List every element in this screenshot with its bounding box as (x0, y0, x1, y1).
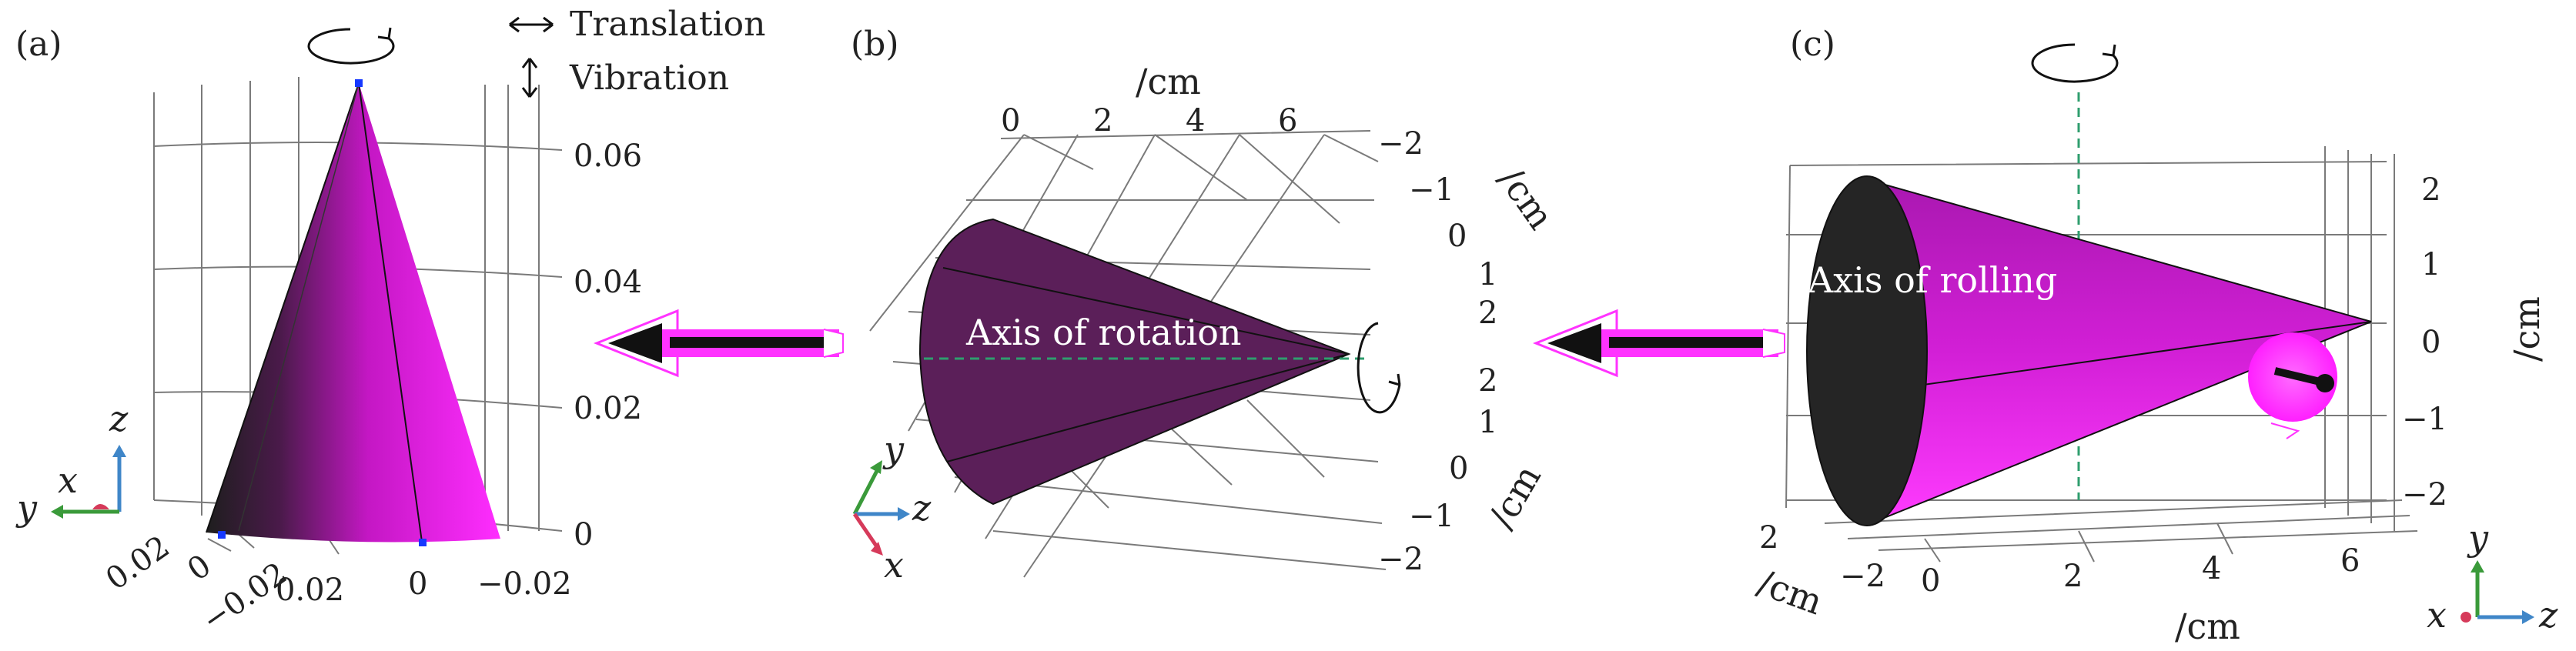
panel-b-rl-tick-3: −1 (1409, 499, 1454, 534)
legend: Translation Vibration (509, 5, 765, 98)
panel-c-left-unit: /cm (1752, 562, 1828, 623)
panel-b-label: (b) (851, 25, 899, 64)
panel-a-x-tick-0: 0.02 (276, 573, 344, 608)
panel-a-triad-z: z (109, 398, 129, 439)
panel-c-right-ticks: 2 1 0 −1 −2 (2402, 172, 2447, 512)
panel-b-ru-tick-4: 2 (1478, 295, 1497, 331)
panel-c-triad-y: y (2467, 517, 2489, 559)
panel-c: (c) Axis of rolling (1752, 25, 2558, 647)
panel-a-x-tick-1: 0 (408, 566, 427, 602)
panel-a-y-ticks: 0.02 0 −0.02 (99, 529, 293, 639)
panel-b-ru-tick-1: −1 (1409, 172, 1454, 208)
panel-b-top-ticks: 0 2 4 6 (1001, 103, 1297, 139)
legend-translation: Translation (570, 5, 765, 44)
panel-a-z-tick-1: 0.02 (574, 391, 642, 426)
panel-b-ru-tick-0: −2 (1378, 126, 1423, 162)
panel-b-triad-x: x (884, 544, 904, 586)
panel-a-label: (a) (15, 25, 62, 64)
panel-c-axis-annotation: Axis of rolling (1807, 259, 2057, 301)
panel-b-rl-tick-4: −2 (1378, 542, 1423, 577)
panel-a-axis-triad: z x y (15, 398, 129, 529)
panel-b-top-tick-2: 4 (1186, 103, 1205, 139)
panel-c-b-tick-1: 2 (2063, 559, 2083, 594)
panel-b-top-tick-1: 2 (1093, 103, 1112, 139)
panel-a-z-tick-0: 0 (574, 517, 593, 553)
rotation-arrow-icon (307, 27, 395, 65)
double-arrow-horizontal-icon (509, 16, 554, 33)
panel-c-triad-z: z (2538, 594, 2558, 636)
panel-a-z-ticks: 0.06 0.04 0.02 0 (574, 139, 642, 553)
panel-c-r-tick-3: −1 (2402, 402, 2447, 437)
panel-b-axis-annotation: Axis of rotation (965, 312, 1242, 353)
panel-a-z-tick-3: 0.06 (574, 139, 642, 174)
panel-b-triad-z: z (912, 487, 932, 529)
panel-c-right-unit: /cm (2506, 296, 2548, 362)
panel-c-bottom-ticks: 0 2 4 6 (1921, 543, 2360, 599)
panel-b-rl-tick-1: 1 (1478, 405, 1497, 440)
panel-c-l-tick-1: −2 (1840, 559, 1885, 594)
panel-b-axis-triad: y z x (852, 429, 932, 586)
panel-a-arrow (593, 309, 844, 378)
rotation-arrow-icon-c (2031, 43, 2119, 83)
panel-c-r-tick-1: 1 (2421, 247, 2441, 282)
panel-a-triad-x: x (58, 459, 78, 501)
panel-b-top-tick-0: 0 (1001, 103, 1020, 139)
panel-c-r-tick-4: −2 (2402, 477, 2447, 512)
panel-b-right-lower-ticks: 2 1 0 −1 −2 (1378, 363, 1497, 577)
panel-c-axis-triad: y x z (2427, 517, 2558, 636)
panel-a-cone (206, 79, 500, 546)
panel-c-r-tick-0: 2 (2421, 172, 2441, 208)
panel-c-label: (c) (1790, 25, 1835, 64)
panel-a-y-tick-1: 0 (181, 548, 217, 588)
panel-a-y-tick-0: 0.02 (99, 529, 176, 597)
panel-b-rl-tick-0: 2 (1478, 363, 1497, 399)
rotation-arrow-icon-b (1357, 322, 1401, 414)
panel-c-ball-arrow (2248, 332, 2337, 439)
panel-b-triad-y: y (882, 429, 905, 470)
panel-b-right-lower-unit: /cm (1480, 458, 1549, 536)
panel-b-right-upper-unit: /cm (1490, 159, 1562, 237)
panel-a-z-tick-2: 0.04 (574, 265, 642, 300)
panel-c-cone: Axis of rolling (1806, 175, 2372, 526)
panel-c-b-tick-0: 0 (1921, 563, 1940, 599)
double-arrow-vertical-icon (521, 58, 538, 98)
panel-a-x-ticks: 0.02 0 −0.02 (276, 566, 572, 608)
panel-c-b-tick-3: 6 (2340, 543, 2360, 579)
panel-b-top-tick-3: 6 (1278, 103, 1297, 139)
panel-b-right-upper-ticks: −2 −1 0 1 2 (1378, 126, 1497, 331)
panel-b-ru-tick-3: 1 (1478, 257, 1497, 292)
panel-b-rl-tick-2: 0 (1449, 451, 1468, 486)
legend-vibration: Vibration (569, 58, 729, 98)
panel-a-x-tick-2: −0.02 (477, 566, 572, 602)
panel-c-b-tick-2: 4 (2202, 551, 2221, 586)
panel-c-left-ticks: 2 −2 (1759, 520, 1885, 594)
panel-c-r-tick-2: 0 (2421, 325, 2441, 360)
panel-c-triad-x: x (2427, 594, 2447, 636)
panel-c-l-tick-0: 2 (1759, 520, 1778, 556)
panel-c-bottom-unit: /cm (2175, 606, 2240, 647)
panel-a-triad-y: y (15, 487, 38, 529)
panel-b: (b) Axis of rotation /cm 0 2 4 6 −2 (851, 25, 1785, 586)
panel-a: (a) 0.06 (15, 25, 844, 639)
panel-b-cone: Axis of rotation (918, 218, 1370, 506)
panel-b-arrow (1532, 309, 1785, 378)
panel-b-ru-tick-2: 0 (1447, 219, 1467, 254)
panel-b-top-unit: /cm (1136, 61, 1201, 102)
